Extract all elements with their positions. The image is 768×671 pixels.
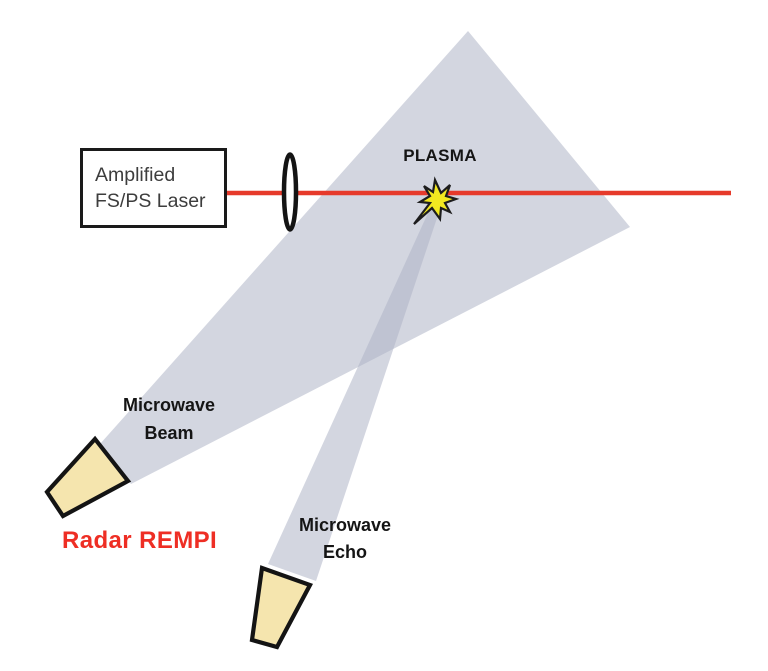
microwave-echo-shape: [268, 202, 441, 581]
microwave-horn-receiver-icon: [249, 565, 313, 650]
microwave-echo-label: Microwave Echo: [298, 515, 392, 562]
microwave-horn-transmitter-icon: [44, 435, 132, 519]
laser-source-box: Amplified FS/PS Laser: [80, 148, 227, 228]
microwave-beam-shape: [100, 31, 630, 484]
focusing-lens-icon: [281, 152, 299, 232]
plasma-spark-icon: [413, 176, 460, 225]
microwave-beam-label: Microwave Beam: [122, 395, 216, 443]
radar-rempi-caption: Radar REMPI: [62, 527, 218, 554]
laser-source-label: Amplified FS/PS Laser: [95, 164, 206, 212]
plasma-label: PLASMA: [403, 146, 477, 165]
